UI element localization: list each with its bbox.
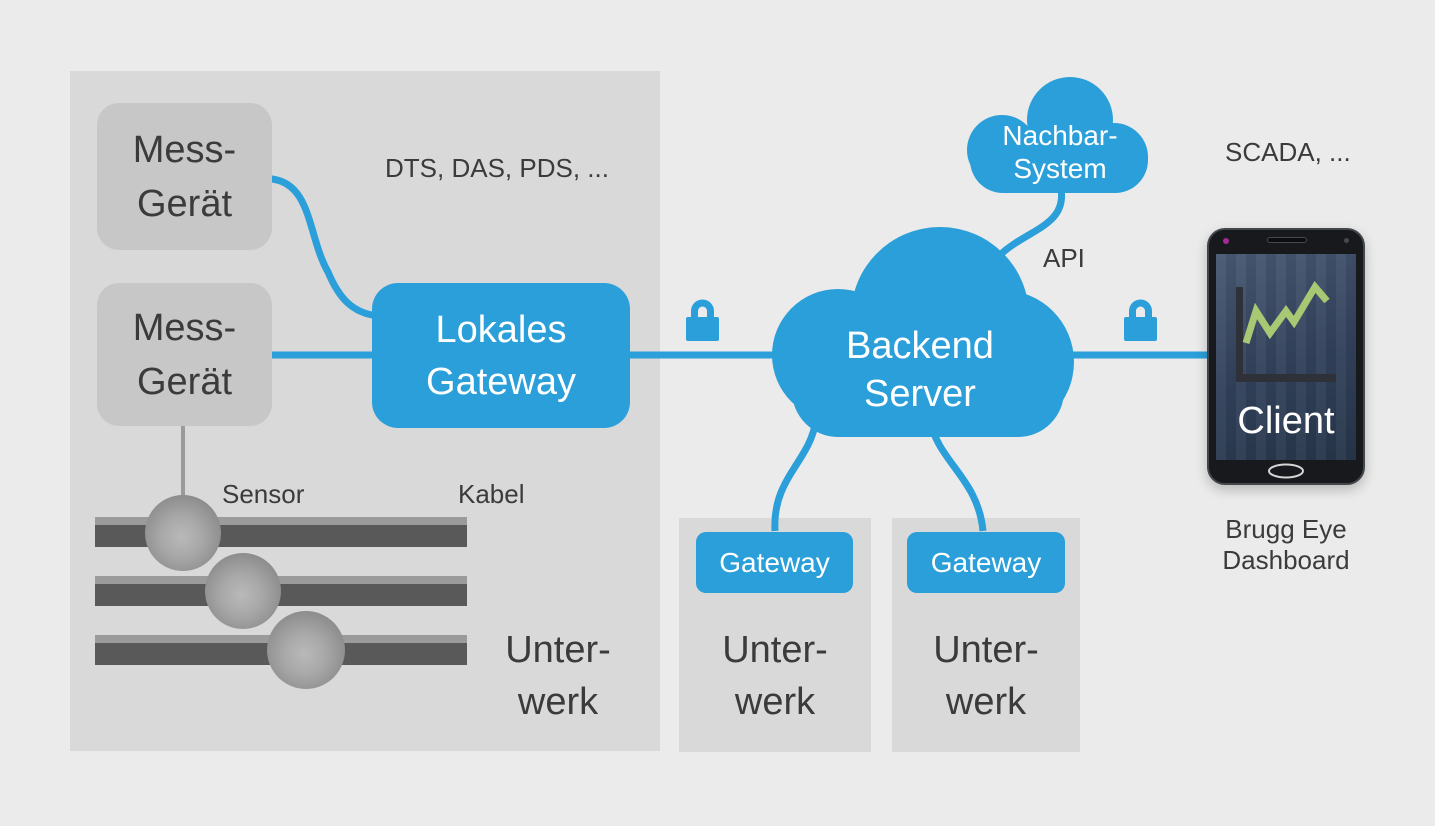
device1-gateway-curve — [268, 175, 382, 320]
backend-label-line: Server — [864, 373, 976, 415]
sensor-label: Sensor — [222, 479, 305, 509]
backend-label-line: Backend — [846, 325, 994, 367]
line-chart-icon — [1242, 281, 1330, 345]
camera-led-icon — [1223, 238, 1229, 244]
substation2-caption: Unter- werk — [675, 624, 875, 728]
neighbor-label-line: System — [1013, 153, 1107, 184]
cable-bar — [95, 576, 467, 606]
sensor-sphere — [205, 553, 281, 629]
substation-caption-line: werk — [517, 681, 599, 723]
dashboard-caption-line: Dashboard — [1222, 545, 1350, 575]
scada-label: SCADA, ... — [1225, 137, 1351, 167]
neighbor-system-label: Nachbar- System — [976, 119, 1144, 185]
chart-y-axis — [1236, 287, 1243, 382]
api-label: API — [1043, 243, 1085, 273]
local-gateway-node: Lokales Gateway — [372, 283, 630, 428]
dashboard-caption: Brugg Eye Dashboard — [1186, 514, 1386, 576]
lock-icon — [686, 299, 719, 341]
gateway2-node: Gateway — [696, 532, 853, 593]
client-phone: Client — [1207, 228, 1365, 485]
lock-icon — [1124, 299, 1157, 341]
phone-screen: Client — [1216, 254, 1356, 460]
front-camera-icon — [1344, 238, 1349, 243]
client-label: Client — [1237, 400, 1335, 442]
kabel-label: Kabel — [458, 479, 525, 509]
home-button-icon — [1268, 463, 1304, 479]
substation3-caption: Unter- werk — [886, 624, 1086, 728]
dashboard-caption-line: Brugg Eye — [1225, 514, 1347, 544]
substation-caption-line: Unter- — [933, 629, 1039, 671]
neighbor-cloud-icon — [967, 77, 1148, 193]
measuring-device-1: Mess- Gerät — [97, 103, 272, 250]
measuring-device-2: Mess- Gerät — [97, 283, 272, 426]
chart-line — [1242, 281, 1330, 345]
dts-das-pds-label: DTS, DAS, PDS, ... — [385, 153, 609, 183]
gateway3-node: Gateway — [907, 532, 1065, 593]
device-label-line: Gerät — [136, 360, 233, 403]
substation-caption-line: Unter- — [722, 629, 828, 671]
device-label-line: Mess- — [132, 306, 237, 349]
main-substation-caption: Unter- werk — [458, 624, 658, 728]
gateway2-label: Gateway — [719, 546, 830, 578]
substation-caption-line: Unter- — [505, 629, 611, 671]
substation-caption-line: werk — [734, 681, 816, 723]
sensor-sphere — [267, 611, 345, 689]
device-sensor-line — [181, 426, 185, 502]
device-label-line: Gerät — [136, 182, 233, 225]
local-gateway-label-line: Lokales — [435, 308, 567, 351]
neighbor-label-line: Nachbar- — [1002, 120, 1118, 151]
backend-gateway2-curve — [771, 419, 820, 532]
device-label-line: Mess- — [132, 128, 237, 171]
backend-server-label: Backend Server — [818, 322, 1022, 418]
neighbor-api-curve — [997, 188, 1066, 258]
local-gateway-label-line: Gateway — [426, 360, 576, 403]
backend-cloud-icon — [772, 227, 1074, 437]
chart-x-axis — [1236, 374, 1336, 382]
gateway3-label: Gateway — [930, 546, 1042, 578]
sensor-sphere — [145, 495, 221, 571]
speaker-icon — [1267, 237, 1307, 243]
substation-caption-line: werk — [945, 681, 1027, 723]
